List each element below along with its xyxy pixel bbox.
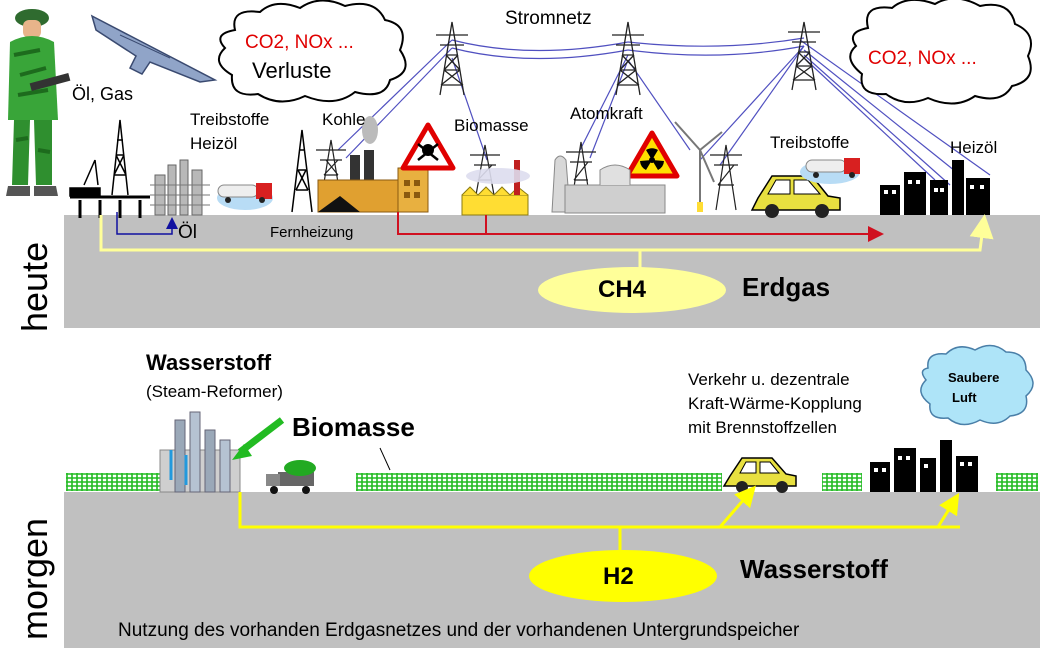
pylon-icon [566, 141, 596, 201]
pylon-icon [316, 139, 346, 196]
label-heating-oil-right: Heizöl [950, 138, 998, 157]
natural-gas-label: Erdgas [742, 272, 831, 302]
cloud-left-emissions: CO2, NOx ... [245, 32, 354, 53]
nuclear-plant-icon [551, 155, 666, 214]
biomass-truck-icon [266, 460, 316, 494]
label-nuclear: Atomkraft [570, 104, 643, 123]
side-label-today: heute [14, 241, 55, 332]
emission-cloud-left [217, 0, 407, 103]
cloud-left-losses: Verluste [252, 58, 332, 83]
traffic-line-2: Kraft-Wärme-Kopplung [688, 394, 862, 413]
wind-turbine-icon [674, 121, 723, 212]
side-label-tomorrow: morgen [14, 517, 55, 640]
city-icon [870, 440, 978, 492]
natural-gas-pipeline [99, 214, 994, 270]
h2-label: H2 [603, 563, 634, 590]
radiation-warning-icon [624, 130, 680, 179]
coal-plant-icon [291, 116, 429, 213]
traffic-line-1: Verkehr u. dezentrale [688, 370, 850, 389]
clean-air-line-2: Luft [952, 390, 977, 405]
hydrogen-pipeline [238, 485, 960, 550]
hydrogen-title: Wasserstoff [146, 350, 272, 375]
tanker-truck-icon [217, 183, 273, 210]
grass-strips [66, 473, 1038, 491]
steam-reformer-icon [159, 411, 241, 493]
jet-icon [90, 14, 218, 83]
biomass-label: Biomasse [292, 412, 415, 442]
h2-ellipse [529, 550, 717, 602]
pylon-icon [436, 21, 468, 96]
label-coal: Kohle [322, 110, 366, 129]
label-biomass: Biomasse [454, 116, 529, 135]
label-fuels-right: Treibstoffe [770, 133, 850, 152]
tanker-truck-icon [800, 158, 860, 184]
label-district-heating: Fernheizung [270, 224, 354, 241]
biomass-input-arrow [237, 417, 285, 455]
oil-platform-icon [69, 119, 150, 218]
biomass-plant-icon [461, 160, 530, 216]
city-icon [880, 160, 990, 215]
oil-pipeline [116, 212, 178, 235]
pylon-icon [710, 144, 742, 211]
label-oil: Öl [178, 222, 197, 243]
biomass-pointer [379, 447, 391, 471]
ch4-label: CH4 [598, 276, 647, 303]
power-grid-wires [337, 37, 991, 186]
toxic-warning-icon [400, 122, 456, 171]
pylon-icon [470, 144, 500, 196]
pylon-icon [612, 21, 644, 96]
traffic-line-3: mit Brennstoffzellen [688, 418, 837, 437]
car-icon [722, 457, 797, 493]
cloud-right-emissions: CO2, NOx ... [868, 48, 977, 69]
label-heating-oil-left: Heizöl [190, 134, 238, 153]
refinery-icon [150, 159, 210, 216]
label-fuels-left: Treibstoffe [190, 110, 270, 129]
hydrogen-name: Wasserstoff [740, 554, 888, 584]
clean-air-line-1: Saubere [948, 370, 1000, 385]
district-heating-line [397, 212, 884, 242]
emission-cloud-right [849, 0, 1032, 105]
ch4-ellipse [538, 267, 726, 313]
reformer-label: (Steam-Reformer) [146, 382, 283, 401]
pylon-icon [788, 21, 820, 91]
soldier-icon [6, 9, 71, 196]
clean-air-cloud [920, 344, 1034, 426]
label-oil-gas: Öl, Gas [72, 84, 134, 104]
car-icon [750, 175, 841, 218]
grid-label: Stromnetz [505, 8, 592, 29]
footer-note: Nutzung des vorhanden Erdgasnetzes und d… [118, 620, 800, 641]
